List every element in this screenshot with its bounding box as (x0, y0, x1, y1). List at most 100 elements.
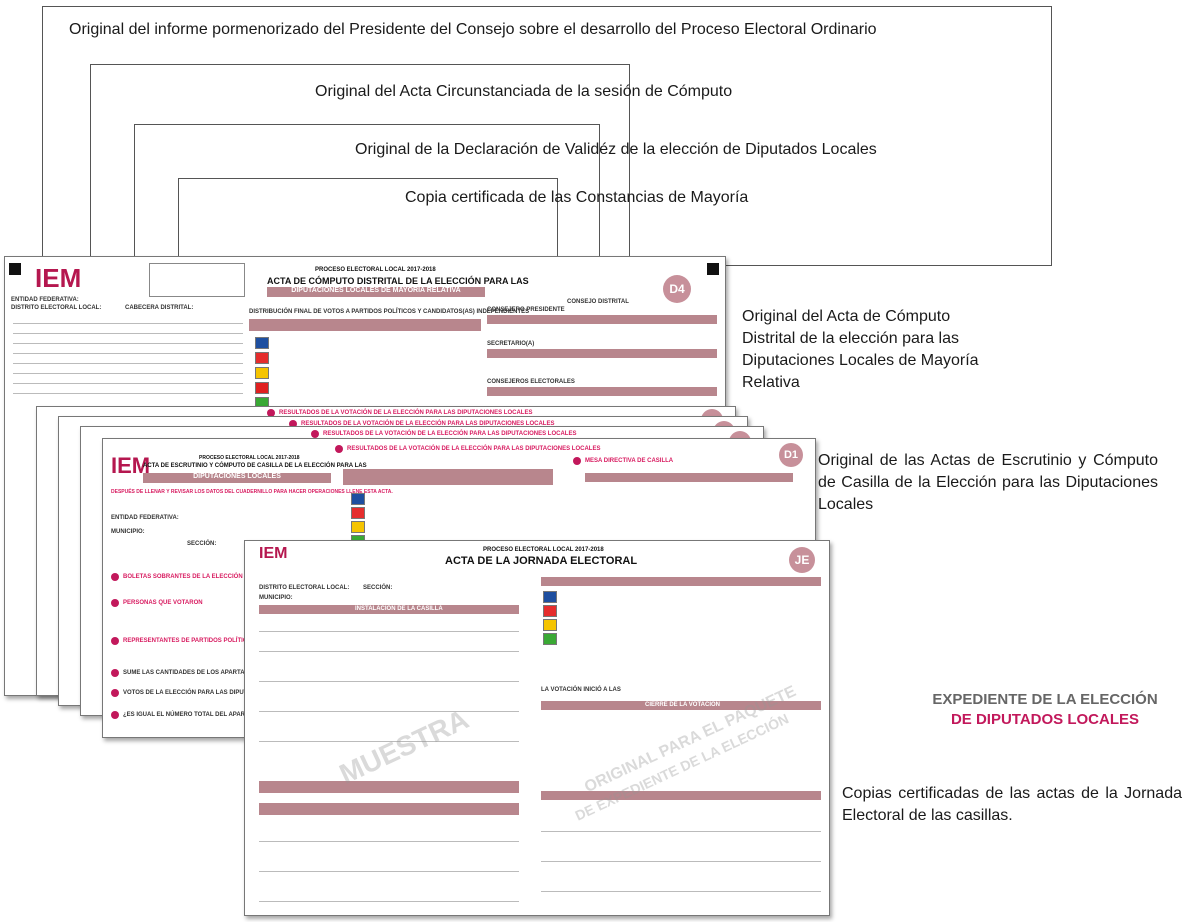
je-title: ACTA DE LA JORNADA ELECTORAL (445, 555, 638, 567)
d4-secretario: SECRETARIO(A) (487, 341, 535, 347)
section-bullet (111, 689, 119, 697)
label-copias-jornada: Copias certificadas de las actas de la J… (842, 785, 1182, 824)
je-cierre-band (541, 701, 821, 710)
d4-badge: D4 (663, 275, 691, 303)
text-line (259, 901, 519, 902)
d1-igual: ¿ES IGUAL EL NÚMERO TOTAL DEL APARTADO? (123, 712, 266, 718)
party-logo (543, 633, 557, 645)
section-bullet (335, 445, 343, 453)
d1-mesa: MESA DIRECTIVA DE CASILLA (585, 458, 674, 464)
expediente-title: EXPEDIENTE DE LA ELECCIÓN DE DIPUTADOS L… (920, 690, 1170, 730)
text-line (13, 393, 243, 394)
label-computo-distrital: Original del Acta de Cómputo Distrital d… (742, 308, 979, 391)
party-logo (255, 367, 269, 379)
je-cierre: CIERRE DE LA VOTACIÓN (645, 702, 721, 708)
d1-seccion: SECCIÓN: (187, 541, 217, 547)
label-escrutinio: Original de las Actas de Escrutinio y Có… (818, 452, 1158, 513)
text-line (541, 861, 821, 862)
frame-constancias-title: Copia certificada de las Constancias de … (405, 189, 749, 206)
frame-acta-circunstanciada-title: Original del Acta Circunstanciada de la … (315, 83, 733, 100)
section-bullet (289, 420, 297, 428)
stack-section: RESULTADOS DE LA VOTACIÓN DE LA ELECCIÓN… (301, 421, 555, 427)
d4-title: ACTA DE CÓMPUTO DISTRITAL DE LA ELECCIÓN… (267, 276, 529, 286)
acta-jornada-electoral-doc: IEM PROCESO ELECTORAL LOCAL 2017-2018 AC… (244, 540, 830, 916)
stack-section: RESULTADOS DE LA VOTACIÓN DE LA ELECCIÓN… (323, 431, 577, 437)
text-line (13, 363, 243, 364)
section-bullet (111, 599, 119, 607)
d1-suma: SUME LAS CANTIDADES DE LOS APARTADOS (123, 670, 258, 676)
text-line (259, 631, 519, 632)
section-bullet (111, 669, 119, 677)
je-seccion: SECCIÓN: (363, 585, 393, 591)
je-municipio: MUNICIPIO: (259, 595, 293, 601)
d1-votos: VOTOS DE LA ELECCIÓN PARA LAS DIPUTACION… (123, 690, 305, 696)
d1-subtitle: DIPUTACIONES LOCALES (143, 473, 331, 483)
text-line (259, 651, 519, 652)
d1-personas: PERSONAS QUE VOTARON (123, 600, 203, 606)
d1-entidad: ENTIDAD FEDERATIVA: (111, 515, 179, 521)
je-watermark: DE EXPEDIENTE DE LA ELECCIÓN (572, 710, 792, 824)
d4-distrito: DISTRITO ELECTORAL LOCAL: (11, 305, 102, 311)
d4-consejeros: CONSEJEROS ELECTORALES (487, 379, 575, 385)
je-process: PROCESO ELECTORAL LOCAL 2017-2018 (483, 547, 604, 553)
je-distrito: DISTRITO ELECTORAL LOCAL: (259, 585, 350, 591)
text-line (13, 353, 243, 354)
party-logo (255, 352, 269, 364)
folio-box (149, 263, 245, 297)
corner-mark (707, 263, 719, 275)
d1-representantes: REPRESENTANTES DE PARTIDOS POLÍTICOS Y D… (123, 638, 313, 644)
section-bullet (111, 711, 119, 719)
d1-results-header (343, 469, 553, 485)
party-logo (351, 521, 365, 533)
party-logo (351, 507, 365, 519)
text-line (541, 891, 821, 892)
corner-mark (9, 263, 21, 275)
party-logo (543, 605, 557, 617)
je-row-band (259, 803, 519, 815)
d4-header-band (487, 315, 717, 324)
frame-informe-title: Original del informe pormenorizado del P… (69, 21, 877, 38)
d4-consejo: CONSEJO DISTRITAL (567, 299, 629, 305)
text-line (13, 373, 243, 374)
d4-presidente: CONSEJERO PRESIDENTE (487, 307, 565, 313)
iem-logo: IEM (259, 545, 288, 562)
d4-cabecera: CABECERA DISTRITAL: (125, 305, 194, 311)
d1-instructions: DESPUÉS DE LLENAR Y REVISAR LOS DATOS DE… (111, 489, 393, 495)
iem-logo: IEM (35, 263, 82, 293)
text-line (13, 383, 243, 384)
text-line (13, 323, 243, 324)
expediente-line2: DE DIPUTADOS LOCALES (950, 711, 1140, 728)
frame-constancias: Copia certificada de las Constancias de … (178, 178, 748, 266)
je-instalacion: INSTALACIÓN DE LA CASILLA (355, 606, 443, 612)
section-bullet (573, 457, 581, 465)
d4-process: PROCESO ELECTORAL LOCAL 2017-2018 (315, 267, 436, 273)
je-row-band (259, 781, 519, 793)
d4-header-band (487, 349, 717, 358)
je-badge: JE (789, 547, 815, 573)
section-bullet (267, 409, 275, 417)
d1-title: ACTA DE ESCRUTINIO Y CÓMPUTO DE CASILLA … (143, 463, 367, 469)
text-line (259, 711, 519, 712)
text-line (259, 681, 519, 682)
d1-boletas: BOLETAS SOBRANTES DE LA ELECCIÓN PARA LA… (123, 574, 352, 580)
je-instalacion-band (259, 605, 519, 614)
party-logo (543, 619, 557, 631)
frame-declaracion-title: Original de la Declaración de Validéz de… (355, 141, 877, 158)
d4-header-band (487, 387, 717, 396)
text-line (259, 741, 519, 742)
text-line (13, 343, 243, 344)
je-table-header (541, 577, 821, 586)
d1-badge: D1 (779, 443, 803, 467)
section-bullet (111, 573, 119, 581)
je-votacion: LA VOTACIÓN INICIÓ A LAS (541, 687, 621, 693)
section-bullet (111, 637, 119, 645)
text-line (259, 841, 519, 842)
party-logo (255, 382, 269, 394)
party-logo (255, 337, 269, 349)
stack-section: RESULTADOS DE LA VOTACIÓN DE LA ELECCIÓN… (279, 410, 533, 416)
je-table-header (541, 791, 821, 800)
d1-mesa-header (585, 473, 793, 482)
d4-distribucion: DISTRIBUCIÓN FINAL DE VOTOS A PARTIDOS P… (249, 309, 530, 315)
d4-table-header (249, 319, 481, 331)
text-line (259, 871, 519, 872)
